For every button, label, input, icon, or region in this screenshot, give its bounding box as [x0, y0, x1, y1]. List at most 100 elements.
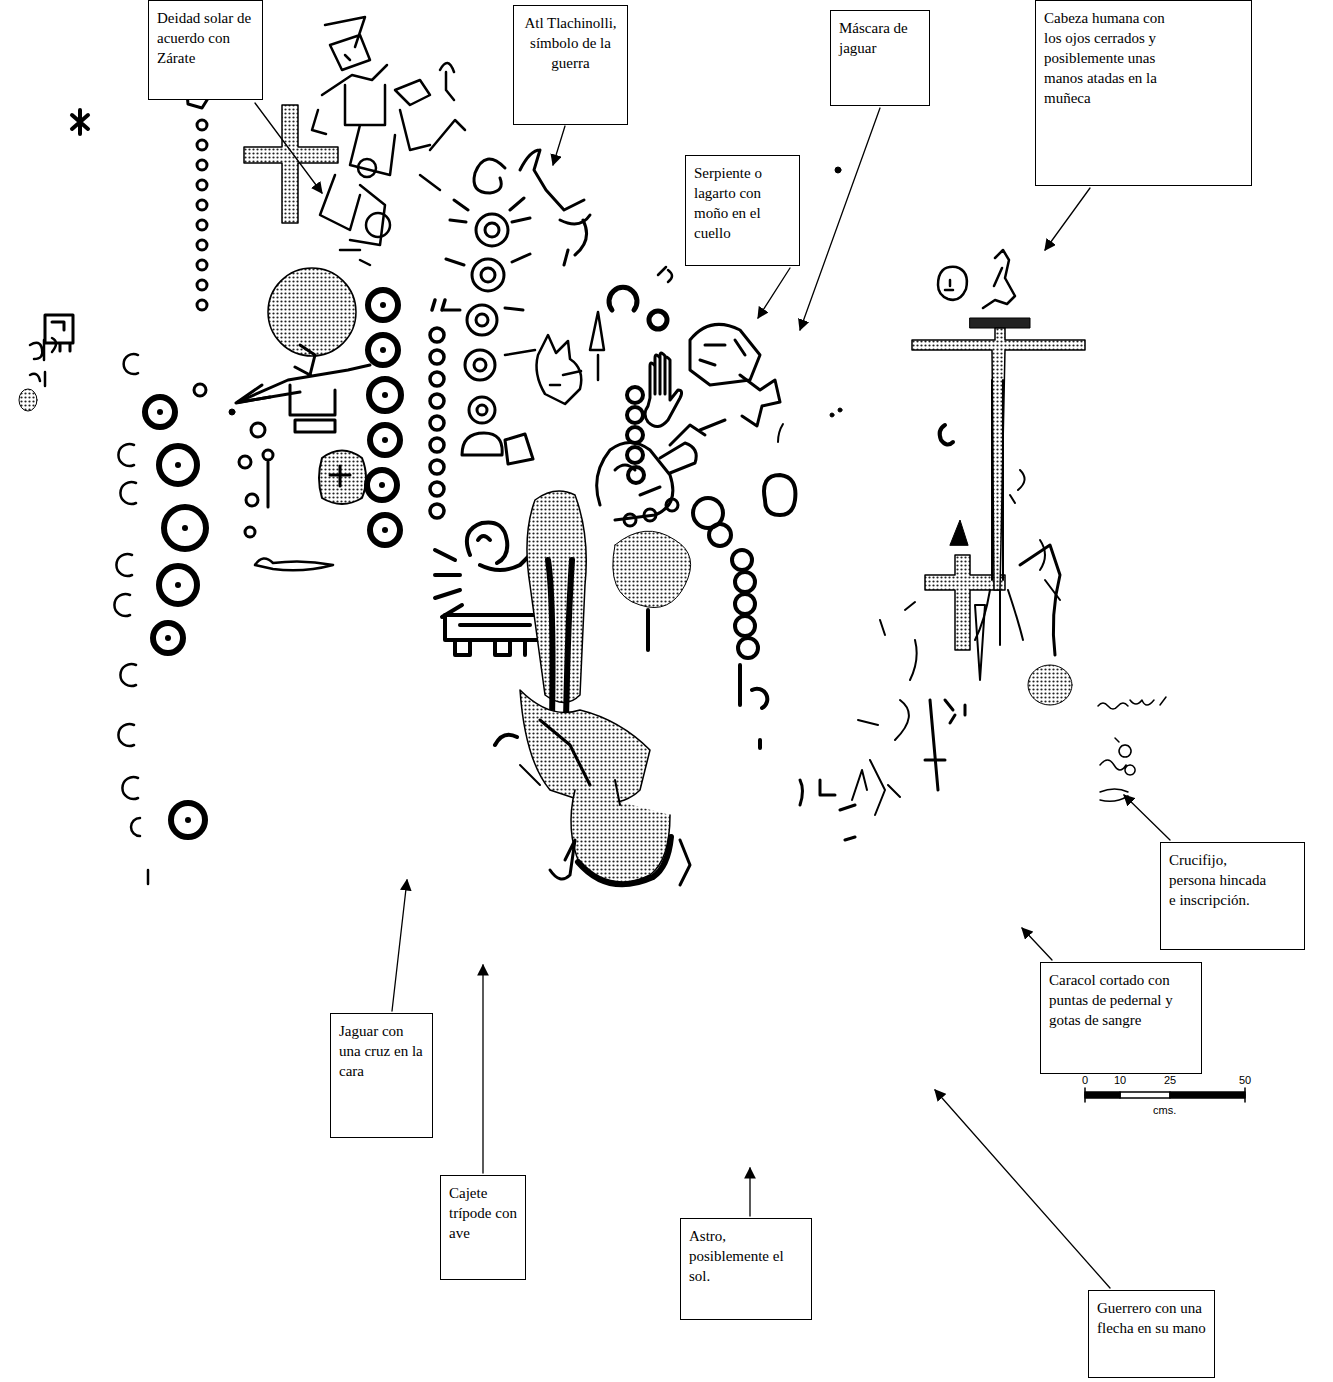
petroglyph-stroke: [830, 413, 834, 417]
petroglyph-stroke: [590, 312, 604, 380]
petroglyph-stroke: [481, 268, 495, 282]
petroglyph-stroke: [660, 443, 696, 473]
petroglyph-stroke: [1010, 470, 1025, 503]
petroglyph-stroke: [627, 447, 643, 463]
petroglyph-stroke: [658, 267, 672, 282]
callout-box: Cabeza humana con los ojos cerrados y po…: [1035, 0, 1252, 186]
petroglyph-stroke: [380, 347, 386, 353]
petroglyph-stroke: [935, 1090, 1110, 1288]
callout-text: Crucifijo, persona hincada e inscripción…: [1169, 850, 1269, 910]
callout-text: Máscara de jaguar: [839, 18, 921, 58]
petroglyph-stroke: [537, 335, 582, 404]
petroglyph-stroke: [800, 780, 835, 805]
petroglyph-stroke: [197, 180, 207, 190]
petroglyph-stroke: [1244, 1088, 1246, 1102]
petroglyph-stroke: [649, 311, 667, 329]
petroglyph-stroke: [1084, 1088, 1086, 1102]
petroglyph-stroke: [477, 405, 487, 415]
petroglyph-stroke: [778, 424, 783, 442]
petroglyph-stroke: [738, 638, 758, 658]
petroglyph-stroke: [627, 407, 643, 423]
callout-text: Caracol cortado con puntas de pedernal y…: [1049, 970, 1193, 1030]
petroglyph-stroke: [379, 302, 388, 533]
petroglyph-stroke: [469, 397, 495, 423]
petroglyph-stroke: [548, 560, 572, 720]
petroglyph-stroke: [430, 460, 444, 474]
petroglyph-stroke: [369, 379, 401, 411]
petroglyph-stroke: [645, 353, 682, 427]
petroglyph-stroke: [159, 446, 197, 484]
petroglyph-stroke: [666, 499, 678, 511]
petroglyph-stroke: [430, 394, 444, 408]
petroglyph-stroke: [505, 312, 604, 404]
petroglyph-stroke: [1170, 1092, 1245, 1098]
petroglyph-stroke: [690, 324, 780, 426]
petroglyph-stroke: [1100, 760, 1135, 775]
petroglyph-stroke: [613, 531, 691, 607]
petroglyph-stroke: [175, 582, 181, 588]
petroglyph-stroke: [740, 375, 780, 426]
petroglyph-stroke: [430, 300, 445, 518]
petroglyph-stroke: [379, 482, 385, 488]
petroglyph-stroke: [395, 80, 465, 190]
petroglyph-stroke: [430, 504, 444, 518]
petroglyph-stroke: [358, 159, 376, 177]
petroglyph-stroke: [627, 427, 643, 443]
petroglyph-stroke: [1040, 540, 1060, 600]
petroglyph-stroke: [693, 475, 795, 748]
petroglyph-stroke: [975, 590, 1023, 645]
petroglyph-stroke: [19, 17, 1245, 1288]
petroglyph-stroke: [185, 817, 191, 823]
scale-label: 25: [1163, 1074, 1177, 1087]
petroglyph-stroke: [239, 423, 273, 537]
petroglyph-stroke: [171, 803, 205, 837]
petroglyph-stroke: [800, 108, 880, 330]
petroglyph-stroke: [268, 268, 356, 356]
petroglyph-stroke: [644, 509, 656, 521]
petroglyph-stroke: [382, 437, 388, 443]
petroglyph-stroke: [1022, 928, 1052, 960]
petroglyph-stroke: [646, 610, 650, 650]
callout-text: Atl Tlachinolli, símbolo de la guerra: [522, 13, 619, 73]
petroglyph-stroke: [472, 259, 504, 291]
petroglyph-stroke: [164, 507, 206, 549]
petroglyph-stroke: [1098, 697, 1166, 709]
petroglyph-stroke: [197, 200, 207, 210]
petroglyph-stroke: [495, 735, 517, 745]
callout-box: Caracol cortado con puntas de pedernal y…: [1040, 962, 1202, 1074]
petroglyph-stroke: [197, 260, 207, 270]
petroglyph-stroke: [367, 470, 397, 500]
petroglyph-stroke: [553, 126, 565, 165]
petroglyph-stroke: [1045, 188, 1090, 250]
petroglyph-stroke: [114, 354, 148, 884]
petroglyph-stroke: [197, 220, 207, 230]
petroglyph-stroke: [624, 514, 636, 526]
petroglyph-stroke: [520, 765, 620, 805]
petroglyph-stroke: [255, 558, 333, 570]
scale-label: 50: [1238, 1074, 1252, 1087]
petroglyph-stroke: [245, 527, 255, 537]
petroglyph-stroke: [615, 420, 725, 495]
petroglyph-stroke: [197, 120, 207, 130]
callout-box: Atl Tlachinolli, símbolo de la guerra: [513, 5, 628, 125]
petroglyph-stroke: [476, 214, 508, 246]
petroglyph-stroke: [368, 335, 398, 365]
petroglyph-stroke: [182, 525, 188, 531]
petroglyph-stroke: [758, 268, 790, 318]
petroglyph-stroke: [19, 389, 37, 411]
petroglyph-stroke: [467, 305, 497, 335]
petroglyph-stroke: [330, 466, 350, 486]
callout-box: Serpiente o lagarto con moño en el cuell…: [685, 155, 800, 266]
petroglyph-stroke: [564, 220, 587, 265]
petroglyph-stroke: [732, 550, 752, 570]
petroglyph-stroke: [749, 1168, 750, 1216]
petroglyph-stroke: [1020, 545, 1060, 655]
petroglyph-stroke: [175, 462, 181, 468]
callout-box: Deidad solar de acuerdo con Zárate: [148, 0, 263, 100]
petroglyph-stroke: [520, 150, 590, 224]
petroglyph-stroke: [992, 380, 1003, 580]
petroglyph-stroke: [735, 572, 755, 592]
petroglyph-stroke: [480, 555, 530, 570]
petroglyph-stroke: [983, 250, 1015, 308]
